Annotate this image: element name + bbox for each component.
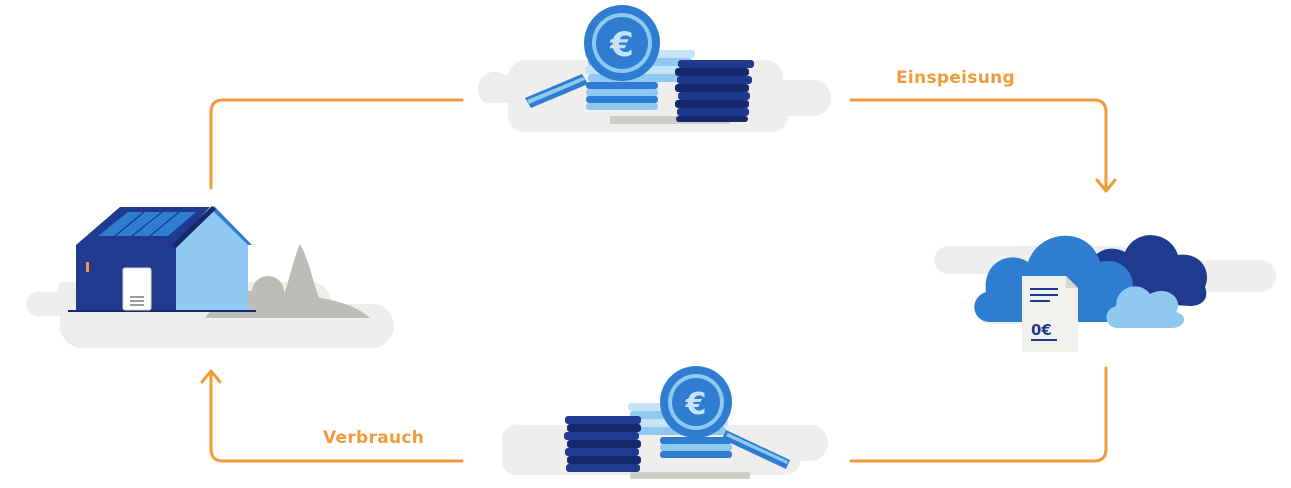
home-battery-icon	[123, 268, 151, 310]
coin-symbol-bottom: €	[685, 387, 707, 422]
navy-coin-stack	[675, 60, 754, 122]
arrow-coins-top-to-cloud	[851, 100, 1106, 190]
arrow-cloud-to-coins-bottom	[851, 368, 1106, 461]
coins-bottom-group: €	[502, 366, 828, 479]
house-group	[26, 206, 394, 348]
cloud-group: 0€	[934, 235, 1276, 352]
coin-symbol-top: €	[609, 25, 634, 65]
house-with-solar-roof-icon	[68, 206, 256, 311]
bill-document-icon: 0€	[1022, 276, 1078, 352]
flow-label-verbrauch: Verbrauch	[323, 428, 424, 448]
euro-coin-icon: €	[584, 5, 660, 81]
flow-label-einspeisung: Einspeisung	[896, 68, 1015, 88]
bill-amount: 0€	[1031, 321, 1052, 339]
coin-shadow-bottom	[630, 472, 750, 479]
arrow-house-to-coins-top	[211, 100, 462, 188]
coins-top-group: €	[478, 5, 831, 132]
navy-coin-stack	[564, 416, 641, 472]
euro-coin-icon: €	[660, 366, 732, 438]
